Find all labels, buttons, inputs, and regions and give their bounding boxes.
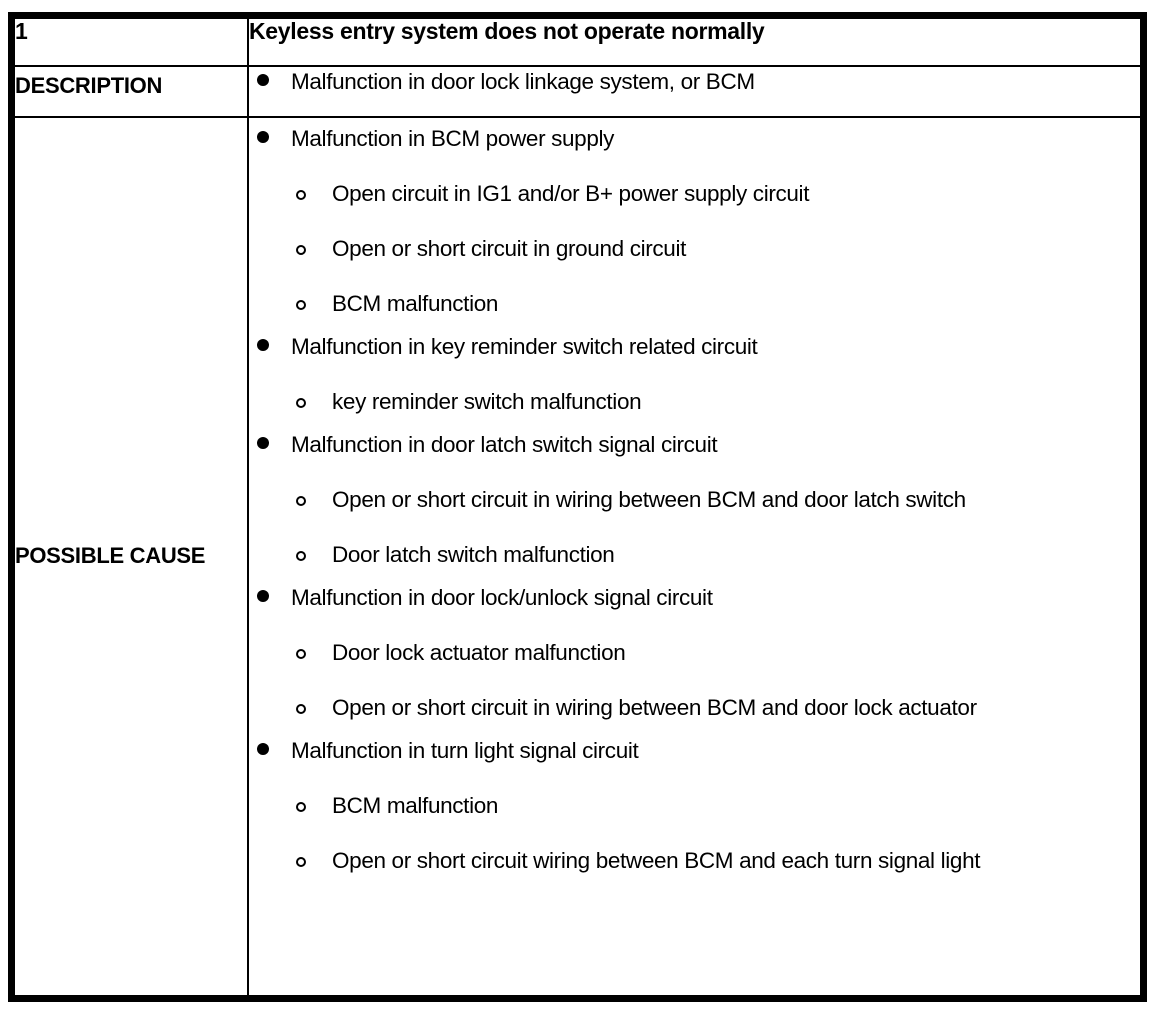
list-item: BCM malfunction <box>294 791 1140 821</box>
filled-bullet-icon <box>256 67 270 97</box>
list-item-label: Open or short circuit in ground circuit <box>332 236 687 261</box>
list-item-label: key reminder switch malfunction <box>332 389 642 414</box>
filled-bullet-icon <box>256 430 270 460</box>
sub-list: Open or short circuit in wiring between … <box>294 485 1140 570</box>
fault-title-cell: Keyless entry system does not operate no… <box>247 17 1142 67</box>
list-item-label: Malfunction in BCM power supply <box>291 126 615 151</box>
list-item: Malfunction in door lock linkage system,… <box>249 67 1140 97</box>
description-content-cell: Malfunction in door lock linkage system,… <box>247 65 1142 118</box>
fault-table-grid: 1 Keyless entry system does not operate … <box>13 17 1142 997</box>
diagnostic-fault-table: 1 Keyless entry system does not operate … <box>8 12 1147 1002</box>
filled-bullet-icon <box>256 736 270 766</box>
list-item-label: Malfunction in key reminder switch relat… <box>291 334 758 359</box>
table-row-possible-cause: POSSIBLE CAUSE Malfunction in BCM power … <box>13 116 1142 997</box>
list-item: key reminder switch malfunction <box>294 387 1140 417</box>
list-item: Malfunction in BCM power supply <box>249 124 1140 154</box>
filled-bullet-icon <box>256 124 270 154</box>
list-item-label: Open or short circuit in wiring between … <box>332 487 966 512</box>
list-item-label: Malfunction in door lock linkage system,… <box>291 69 755 94</box>
hollow-bullet-icon <box>294 234 308 264</box>
list-item-label: Malfunction in door lock/unlock signal c… <box>291 585 713 610</box>
hollow-bullet-icon <box>294 485 308 515</box>
filled-bullet-icon <box>256 332 270 362</box>
list-item-label: Open or short circuit wiring between BCM… <box>332 848 981 873</box>
sub-list: Door lock actuator malfunction Open or s… <box>294 638 1140 723</box>
list-item-label: Open circuit in IG1 and/or B+ power supp… <box>332 181 810 206</box>
hollow-bullet-icon <box>294 387 308 417</box>
hollow-bullet-icon <box>294 791 308 821</box>
list-item: BCM malfunction <box>294 289 1140 319</box>
sub-list: key reminder switch malfunction <box>294 387 1140 417</box>
list-item-label: BCM malfunction <box>332 793 499 818</box>
list-item: Malfunction in door lock/unlock signal c… <box>249 583 1140 613</box>
list-item: Open or short circuit in wiring between … <box>294 693 1140 723</box>
possible-cause-content-cell: Malfunction in BCM power supply Open cir… <box>247 116 1142 997</box>
list-item-label: Door latch switch malfunction <box>332 542 615 567</box>
list-item: Open circuit in IG1 and/or B+ power supp… <box>294 179 1140 209</box>
table-row-description: DESCRIPTION Malfunction in door lock lin… <box>13 65 1142 118</box>
list-item: Open or short circuit wiring between BCM… <box>294 846 1140 876</box>
list-item: Malfunction in key reminder switch relat… <box>249 332 1140 362</box>
hollow-bullet-icon <box>294 289 308 319</box>
list-item-label: Door lock actuator malfunction <box>332 640 626 665</box>
list-item: Open or short circuit in ground circuit <box>294 234 1140 264</box>
sub-list: BCM malfunction Open or short circuit wi… <box>294 791 1140 876</box>
table-row-header: 1 Keyless entry system does not operate … <box>13 17 1142 67</box>
fault-index-cell: 1 <box>13 17 249 67</box>
hollow-bullet-icon <box>294 638 308 668</box>
list-item: Malfunction in door latch switch signal … <box>249 430 1140 460</box>
filled-bullet-icon <box>256 583 270 613</box>
sub-list: Open circuit in IG1 and/or B+ power supp… <box>294 179 1140 319</box>
list-item: Malfunction in turn light signal circuit <box>249 736 1140 766</box>
description-label: DESCRIPTION <box>13 65 249 118</box>
possible-cause-list: Malfunction in BCM power supply Open cir… <box>249 124 1140 876</box>
list-item-label: Malfunction in turn light signal circuit <box>291 738 639 763</box>
list-item: Open or short circuit in wiring between … <box>294 485 1140 515</box>
hollow-bullet-icon <box>294 846 308 876</box>
list-item: Door latch switch malfunction <box>294 540 1140 570</box>
list-item-label: BCM malfunction <box>332 291 499 316</box>
possible-cause-label: POSSIBLE CAUSE <box>13 116 249 997</box>
list-item-label: Malfunction in door latch switch signal … <box>291 432 718 457</box>
hollow-bullet-icon <box>294 179 308 209</box>
hollow-bullet-icon <box>294 540 308 570</box>
hollow-bullet-icon <box>294 693 308 723</box>
list-item-label: Open or short circuit in wiring between … <box>332 695 977 720</box>
description-list: Malfunction in door lock linkage system,… <box>249 67 1140 97</box>
list-item: Door lock actuator malfunction <box>294 638 1140 668</box>
